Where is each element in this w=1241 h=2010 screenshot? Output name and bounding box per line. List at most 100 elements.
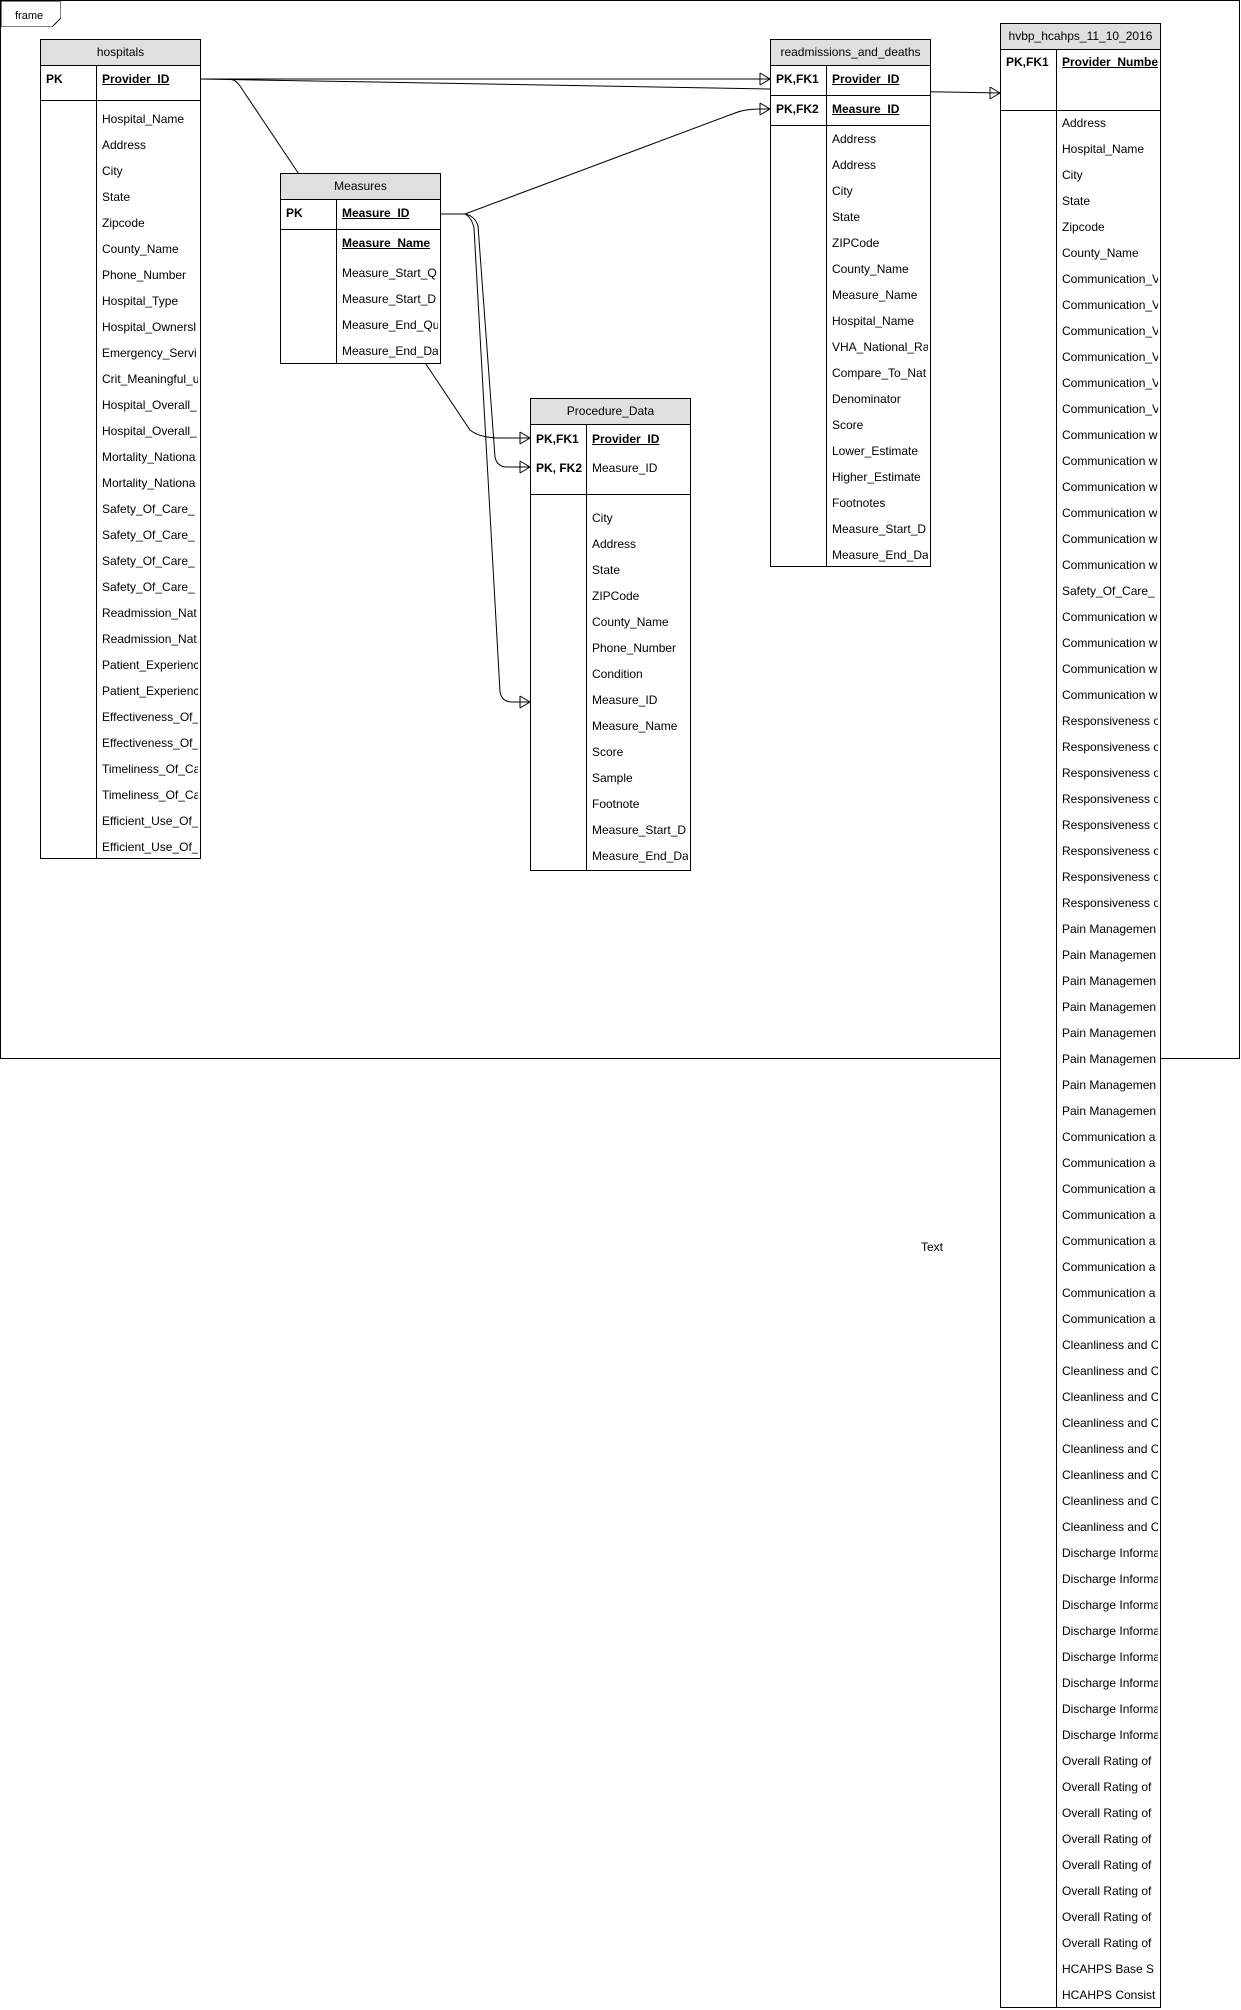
attribute-field: Cleanliness and C (1062, 1390, 1158, 1404)
attribute-field: Responsiveness o (1062, 870, 1158, 884)
attribute-field: Sample (592, 771, 633, 785)
attribute-field: Compare_To_Nat (832, 366, 927, 380)
connector-measures-readmissions (440, 108, 770, 215)
attribute-field: Mortality_Nationa (102, 476, 196, 490)
attribute-field: Communication a (1062, 1208, 1156, 1222)
attribute-field: City (102, 164, 123, 178)
key-field: Measure_ID (342, 206, 410, 220)
attribute-field: Safety_Of_Care_ (102, 528, 195, 542)
attribute-field: Hospital_Name (832, 314, 915, 328)
attribute-field: Measure_End_Qu (342, 318, 438, 332)
attribute-field: Hospital_Overall_ (102, 424, 197, 438)
attribute-field: Cleanliness and C (1062, 1416, 1158, 1430)
attribute-field: Communication w (1062, 610, 1158, 624)
attribute-field: Cleanliness and C (1062, 1520, 1158, 1534)
attribute-field: Address (832, 132, 877, 146)
key-field: Provider_ID (832, 72, 900, 86)
attribute-field: County_Name (832, 262, 909, 276)
attribute-field: Hospital_Name (102, 112, 185, 126)
attribute-field: Discharge Informa (1062, 1676, 1158, 1690)
attribute-field: Communication w (1062, 532, 1158, 546)
entity-readmissions-and-deaths[interactable]: readmissions_and_deaths PK,FK1 Provider_… (770, 39, 931, 567)
attribute-field: Communication w (1062, 662, 1158, 676)
attribute-field: Pain Managemen (1062, 1078, 1157, 1092)
attribute-field: Communication_V (1062, 402, 1158, 416)
attribute-field: Pain Managemen (1062, 1052, 1157, 1066)
attribute-field: Safety_Of_Care_ (1062, 584, 1155, 598)
attribute-field: Responsiveness o (1062, 740, 1158, 754)
attribute-field: Communication w (1062, 636, 1158, 650)
attribute-field: Overall Rating of (1062, 1780, 1152, 1794)
entity-hvbp-hcahps[interactable]: hvbp_hcahps_11_10_2016 PK,FK1 Provider_N… (1000, 23, 1161, 2008)
attribute-field: HCAHPS Consist (1062, 1988, 1156, 2002)
attribute-field: Communication_V (1062, 272, 1158, 286)
attribute-field: Mortality_Nationa (102, 450, 196, 464)
attribute-field: Discharge Informa (1062, 1598, 1158, 1612)
key-field: Provider_ID (102, 72, 170, 86)
attribute-field: Communication a (1062, 1286, 1156, 1300)
attribute-field: Pain Managemen (1062, 948, 1157, 962)
attribute-field: Cleanliness and C (1062, 1468, 1158, 1482)
attribute-field: Communication a (1062, 1312, 1156, 1326)
attribute-field: Measure_Name (592, 719, 678, 733)
attribute-field: Overall Rating of (1062, 1910, 1152, 1924)
attribute-field: Pain Managemen (1062, 1000, 1157, 1014)
attribute-field: State (832, 210, 861, 224)
attribute-field: City (832, 184, 853, 198)
attribute-field: Lower_Estimate (832, 444, 919, 458)
attribute-field: Discharge Informa (1062, 1650, 1158, 1664)
attribute-field: Responsiveness o (1062, 818, 1158, 832)
attribute-field: Responsiveness o (1062, 714, 1158, 728)
attribute-field: Address (592, 537, 637, 551)
attribute-field: Timeliness_Of_Ca (102, 788, 198, 802)
attribute-field: Communication a (1062, 1156, 1156, 1170)
key-type: PK, FK2 (536, 461, 583, 475)
connector-measures-procedure-attr (440, 213, 530, 703)
key-type: PK (46, 72, 63, 86)
entity-title: hospitals (41, 40, 200, 66)
entity-procedure-data[interactable]: Procedure_Data PK,FK1 Provider_ID PK, FK… (530, 398, 691, 871)
attribute-field: Safety_Of_Care_ (102, 502, 195, 516)
attribute-field: Discharge Informa (1062, 1702, 1158, 1716)
attribute-field: Address (832, 158, 877, 172)
attribute-field: Effectiveness_Of_ (102, 736, 198, 750)
attribute-field: Pain Managemen (1062, 1026, 1157, 1040)
attribute-field: Measure_Start_Q (342, 266, 437, 280)
attribute-field: Responsiveness o (1062, 792, 1158, 806)
entity-measures[interactable]: Measures PK Measure_ID Measure_Name Meas… (280, 173, 441, 364)
key-field: Provider_ID (592, 432, 660, 446)
attribute-field: Measure_End_Da (832, 548, 928, 562)
attribute-field: Overall Rating of (1062, 1858, 1152, 1872)
key-field: Measure_ID (832, 102, 900, 116)
attribute-field: Score (592, 745, 624, 759)
attribute-field: Efficient_Use_Of_ (102, 814, 198, 828)
attribute-field: Measure_End_Da (592, 849, 688, 863)
entity-title: Measures (281, 174, 440, 200)
entity-title: Procedure_Data (531, 399, 690, 425)
attribute-field: Higher_Estimate (832, 470, 921, 484)
key-type: PK (286, 206, 303, 220)
attribute-field: Hospital_Overall_ (102, 398, 197, 412)
attribute-field: Pain Managemen (1062, 974, 1157, 988)
attribute-field: Communication w (1062, 480, 1158, 494)
attribute-field: Communication_V (1062, 298, 1158, 312)
attribute-field: County_Name (102, 242, 179, 256)
attribute-field: Overall Rating of (1062, 1832, 1152, 1846)
attribute-field: Discharge Informa (1062, 1728, 1158, 1742)
attribute-field: Safety_Of_Care_ (102, 554, 195, 568)
attribute-field: Overall Rating of (1062, 1754, 1152, 1768)
attribute-field: State (102, 190, 131, 204)
secondary-key-field: Measure_Name (342, 236, 431, 250)
attribute-field: HCAHPS Base S (1062, 1962, 1155, 1976)
attribute-field: Efficient_Use_Of_ (102, 840, 198, 854)
attribute-field: Denominator (832, 392, 901, 406)
attribute-field: Communication w (1062, 428, 1158, 442)
attribute-field: Measure_Start_D (832, 522, 927, 536)
attribute-field: Communication_V (1062, 324, 1158, 338)
attribute-field: VHA_National_Ra (832, 340, 928, 354)
key-type: PK,FK1 (1006, 55, 1049, 69)
attribute-field: State (592, 563, 621, 577)
diagram-frame: frame (0, 0, 1240, 1059)
key-type: PK,FK1 (536, 432, 579, 446)
